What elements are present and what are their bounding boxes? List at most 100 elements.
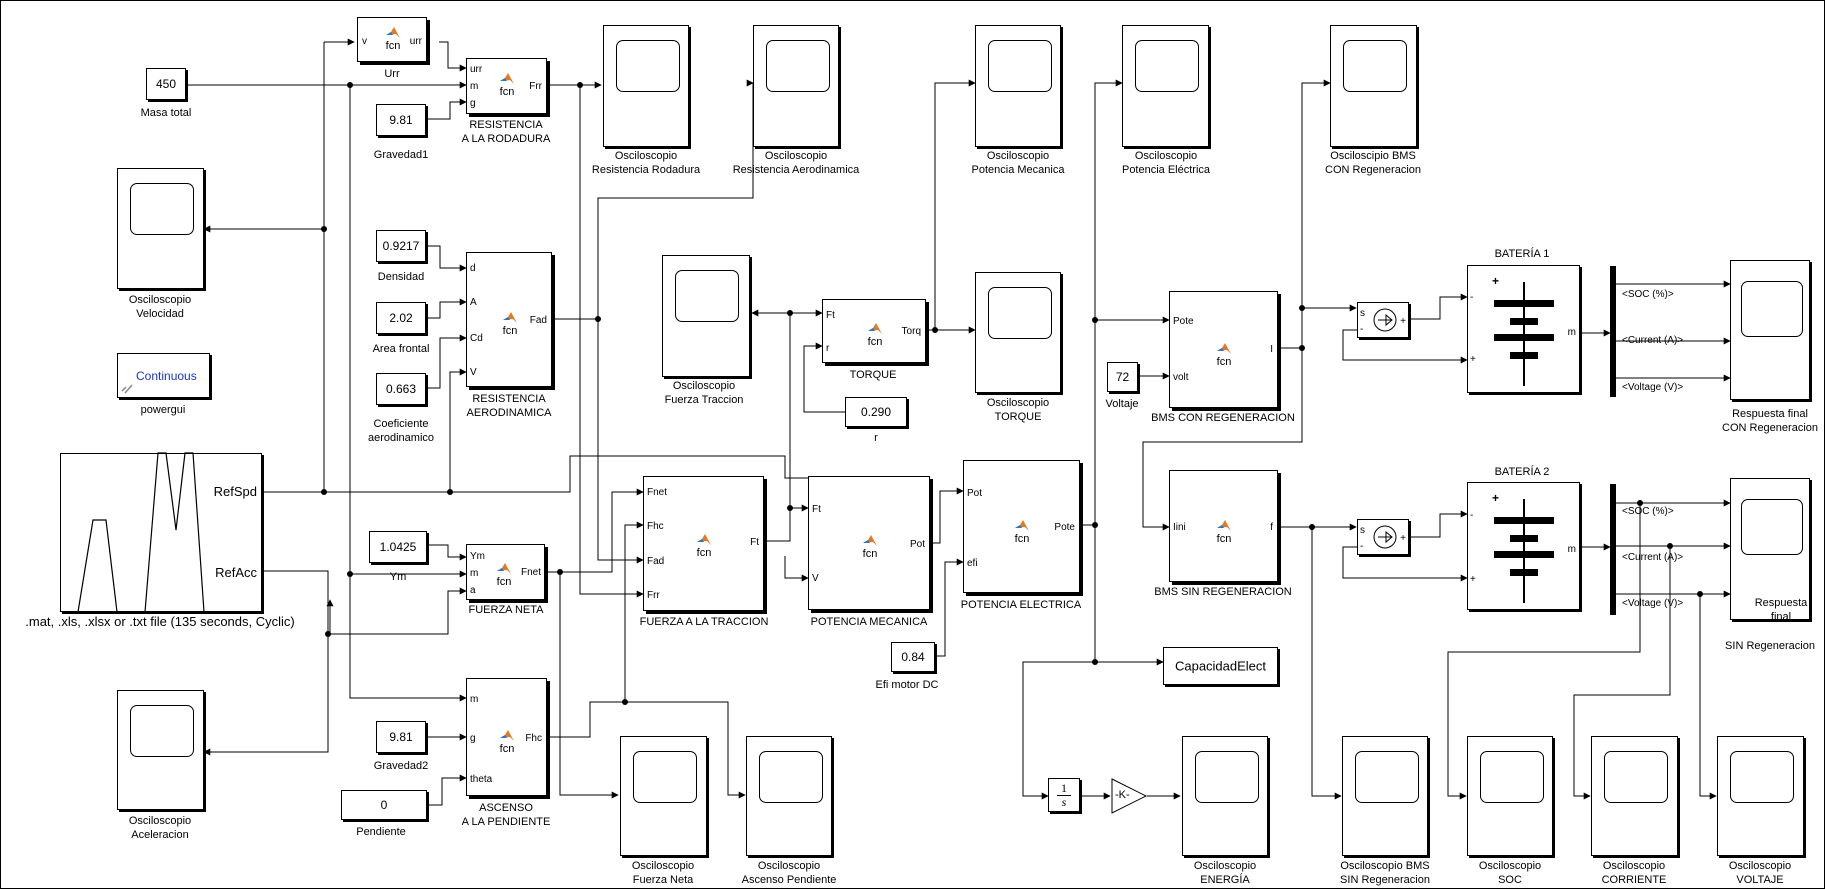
scope-bms-con[interactable] <box>1330 25 1417 147</box>
ym-const[interactable]: 1.0425 <box>369 531 427 563</box>
gravedad1-label: Gravedad1 <box>373 149 429 161</box>
scope-respuesta-sin[interactable] <box>1730 478 1810 620</box>
matlab-logo-icon: fcn <box>684 533 724 559</box>
r-const[interactable]: 0.290 <box>845 397 907 427</box>
urr-fcn-block[interactable]: v urr fcn <box>357 17 427 62</box>
bms-con-regeneracion-block[interactable]: Pote volt I fcn <box>1169 291 1278 408</box>
scope-velocidad[interactable] <box>117 168 204 289</box>
potencia-mecanica-label: POTENCIA MECANICA <box>810 616 928 628</box>
bms-sin-regeneracion-block[interactable]: Iini f fcn <box>1169 470 1278 582</box>
from-file-block[interactable]: RefSpd RefAcc <box>60 453 262 612</box>
fuerza-neta-label: FUERZA NETA <box>468 604 544 616</box>
scope-soc[interactable] <box>1467 736 1553 856</box>
fuerza-traccion-label: FUERZA A LA TRACCION <box>639 616 769 628</box>
coef-label-2: aerodinamico <box>367 432 435 444</box>
gravedad2-label: Gravedad2 <box>373 760 429 772</box>
scope-potencia-electrica[interactable] <box>1122 25 1209 147</box>
scope-corriente[interactable] <box>1591 736 1678 856</box>
potencia-electrica-block[interactable]: Pot efi Pote fcn <box>963 460 1080 593</box>
ascenso-label-2: A LA PENDIENTE <box>461 816 551 828</box>
matlab-logo-icon: fcn <box>850 534 890 560</box>
pendiente-label: Pendiente <box>356 826 406 838</box>
voltaje-label: Voltaje <box>1105 398 1139 410</box>
sig-voltage-2: <Voltage (V)> <box>1622 598 1684 609</box>
port-v: v <box>362 36 367 47</box>
fuerza-neta-block[interactable]: Ym m a Fnet fcn <box>466 544 545 600</box>
scope-bms-sin[interactable] <box>1342 736 1428 856</box>
aero-label-2: AERODINAMICA <box>466 407 552 419</box>
bus-selector-1[interactable] <box>1610 266 1616 397</box>
current-source-icon <box>1373 525 1397 549</box>
matlab-logo-icon: fcn <box>1204 519 1244 545</box>
torque-block[interactable]: Ft r Torq fcn <box>822 299 926 363</box>
voltaje-const[interactable]: 72 <box>1107 362 1138 392</box>
scope-torque[interactable] <box>975 272 1061 393</box>
scope-respuesta-con[interactable] <box>1730 260 1810 400</box>
resistencia-aerodinamica-block[interactable]: d A Cd V Fad fcn <box>466 252 552 387</box>
gain-block[interactable] <box>1110 777 1150 815</box>
scope-fuerza-traccion[interactable] <box>662 255 750 377</box>
coef-const[interactable]: 0.663 <box>376 373 426 405</box>
port-refspd: RefSpd <box>213 484 257 499</box>
bateria1-block[interactable]: + - + m <box>1467 265 1580 393</box>
sig-soc-1: <SOC (%)> <box>1622 289 1674 300</box>
capacidad-elect-block[interactable]: CapacidadElect <box>1163 647 1278 685</box>
aero-label-1: RESISTENCIA <box>472 393 546 405</box>
matlab-logo-icon: fcn <box>855 322 895 348</box>
link-icon <box>121 384 133 394</box>
masa-const[interactable]: 450 <box>146 68 186 100</box>
matlab-logo-icon: fcn <box>487 72 527 98</box>
scope-voltaje[interactable] <box>1717 736 1804 856</box>
urr-label: Urr <box>384 68 400 80</box>
pendiente-const[interactable]: 0 <box>341 790 427 820</box>
coef-label-1: Coeficiente <box>373 418 429 430</box>
matlab-logo-icon: fcn <box>484 562 524 588</box>
powergui-block[interactable]: Continuous <box>117 353 210 398</box>
scope-resistencia-aerodinamica[interactable] <box>753 25 839 147</box>
matlab-logo-icon: fcn <box>490 311 530 337</box>
fuerza-traccion-block[interactable]: Fnet Fhc Fad Frr Ft fcn <box>643 476 764 611</box>
scope-ascenso-pendiente[interactable] <box>746 736 832 856</box>
matlab-logo-icon: fcn <box>487 729 527 755</box>
rodadura-label-1: RESISTENCIA <box>469 119 543 131</box>
bms-con-label: BMS CON REGENERACION <box>1151 412 1295 424</box>
bateria2-block[interactable]: + - + m <box>1467 482 1580 610</box>
scope-energia[interactable] <box>1182 736 1268 856</box>
current-source-1[interactable]: s - + <box>1357 302 1409 338</box>
area-label: Area frontal <box>372 343 430 355</box>
ym-label: Ym <box>389 571 407 583</box>
ascenso-label-1: ASCENSO <box>479 802 533 814</box>
gravedad1-const[interactable]: 9.81 <box>376 104 426 136</box>
scope-aceleracion[interactable] <box>117 690 204 810</box>
bus-selector-2[interactable] <box>1610 484 1616 615</box>
sig-voltage-1: <Voltage (V)> <box>1622 382 1684 393</box>
current-source-2[interactable]: s - + <box>1357 519 1409 555</box>
matlab-logo-icon: fcn <box>1002 519 1042 545</box>
potencia-electrica-label: POTENCIA ELECTRICA <box>960 599 1082 611</box>
scope-fuerza-neta[interactable] <box>620 736 707 856</box>
densidad-const[interactable]: 0.9217 <box>376 230 426 262</box>
sig-current-2: <Current (A)> <box>1622 552 1684 563</box>
gravedad2-const[interactable]: 9.81 <box>376 721 426 753</box>
sig-soc-2: <SOC (%)> <box>1622 506 1674 517</box>
scope-potencia-mecanica[interactable] <box>975 25 1061 147</box>
potencia-mecanica-block[interactable]: Ft V Pot fcn <box>808 476 930 610</box>
rodadura-label-2: A LA RODADURA <box>461 133 551 145</box>
matlab-logo-icon: fcn <box>1204 342 1244 368</box>
current-source-icon <box>1373 308 1397 332</box>
resistencia-rodadura-block[interactable]: urr m g Frr fcn <box>466 58 547 114</box>
port-refacc: RefAcc <box>215 565 257 580</box>
port-urr-out: urr <box>409 36 422 47</box>
ascenso-pendiente-block[interactable]: m g theta Fhc fcn <box>466 678 547 796</box>
scope-resistencia-rodadura[interactable] <box>603 25 689 147</box>
powergui-label: powergui <box>140 404 186 416</box>
matlab-logo-icon: fcn <box>373 26 413 52</box>
efi-label: Efi motor DC <box>875 679 939 691</box>
efi-const[interactable]: 0.84 <box>891 642 935 672</box>
area-const[interactable]: 2.02 <box>376 302 426 334</box>
integrator-block[interactable]: 1 s <box>1048 778 1080 812</box>
bateria2-label: BATERÍA 2 <box>1494 466 1550 478</box>
bateria1-label: BATERÍA 1 <box>1494 248 1550 260</box>
